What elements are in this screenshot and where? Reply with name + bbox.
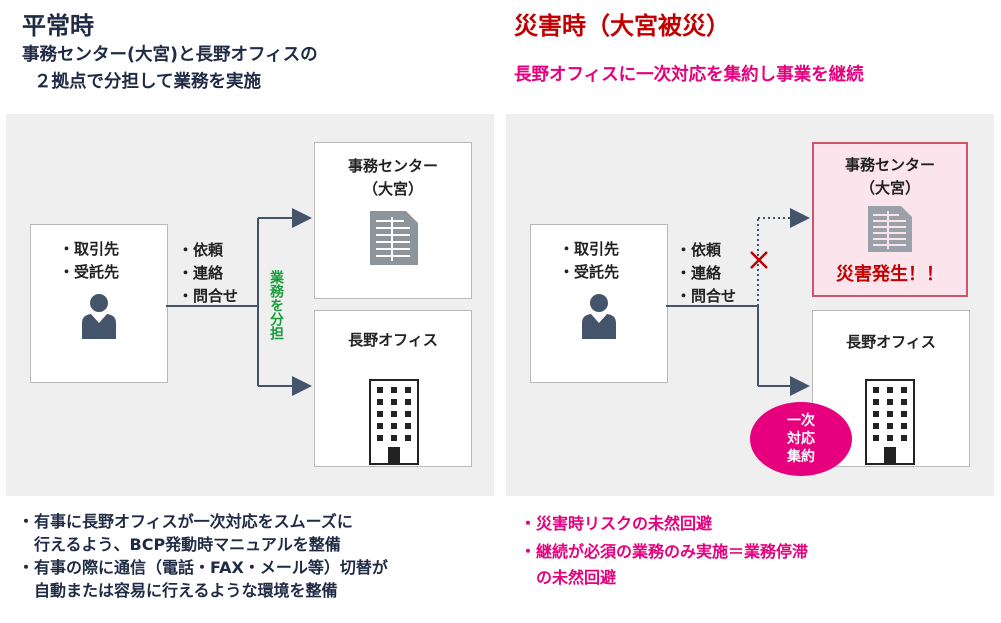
left-client-label-1: ・取引先: [59, 240, 120, 258]
left-client-label-2: ・受託先: [59, 263, 120, 281]
tower-building-icon: [369, 379, 419, 465]
office-building-icon: [370, 211, 418, 265]
badge-line-2: 対応: [787, 431, 815, 447]
left-note-3: ・有事の際に通信（電話・FAX・メール等）切替が: [18, 558, 388, 577]
right-client-box: ・取引先 ・受託先: [530, 224, 668, 383]
left-subtitle-line-2: ２拠点で分担して業務を実施: [34, 72, 261, 92]
left-comm-label-2: ・連絡: [178, 264, 224, 282]
left-nagano-name: 長野オフィス: [348, 331, 438, 349]
person-icon: [82, 294, 116, 339]
left-note-1: ・有事に長野オフィスが一次対応をスムーズに: [18, 512, 353, 531]
right-center-box-damaged: 事務センター （大宮） 災害発生！！: [812, 142, 968, 297]
first-response-badge: 一次 対応 集約: [750, 402, 852, 476]
blocked-x-icon: [750, 251, 768, 269]
right-comm-label-1: ・依頼: [676, 241, 722, 259]
office-building-icon: [868, 206, 912, 252]
right-client-label-2: ・受託先: [559, 263, 620, 281]
left-comm-label-3: ・問合せ: [178, 287, 239, 305]
left-center-name-1: 事務センター: [347, 157, 438, 175]
right-note-2: ・継続が必須の業務のみ実施＝業務停滞: [520, 542, 809, 561]
left-center-name-2: （大宮）: [362, 180, 423, 198]
left-subtitle-line-1: 事務センター(大宮)と長野オフィスの: [22, 45, 318, 65]
right-client-label-1: ・取引先: [559, 240, 620, 258]
person-icon: [582, 294, 616, 339]
right-note-3: の未然回避: [520, 568, 617, 587]
right-note-1: ・災害時リスクの未然回避: [520, 514, 713, 533]
left-center-box: 事務センター （大宮）: [314, 142, 472, 299]
badge-line-3: 集約: [787, 449, 815, 465]
left-note-2: 行えるよう、BCP発動時マニュアルを整備: [18, 535, 341, 554]
right-comm-label-3: ・問合せ: [676, 287, 737, 305]
right-comm-label-2: ・連絡: [676, 264, 722, 282]
badge-line-1: 一次: [787, 413, 815, 429]
right-subtitle: 長野オフィスに一次対応を集約し事業を継続: [514, 65, 864, 85]
left-title: 平常時: [22, 12, 94, 40]
left-nagano-box: 長野オフィス: [314, 310, 472, 467]
left-note-4: 自動または容易に行えるような環境を整備: [18, 581, 338, 600]
right-title: 災害時（大宮被災）: [514, 12, 730, 40]
right-center-name-2: （大宮）: [859, 179, 920, 197]
tower-building-icon: [865, 379, 915, 465]
left-comm-label-1: ・依頼: [178, 241, 224, 259]
left-client-box: ・取引先 ・受託先: [30, 224, 168, 383]
right-nagano-box: 長野オフィス: [812, 310, 970, 467]
right-nagano-name: 長野オフィス: [846, 333, 936, 351]
disaster-label: 災害発生！！: [836, 264, 944, 285]
split-work-label: 業務を分担: [262, 270, 284, 340]
right-center-name-1: 事務センター: [844, 156, 935, 174]
